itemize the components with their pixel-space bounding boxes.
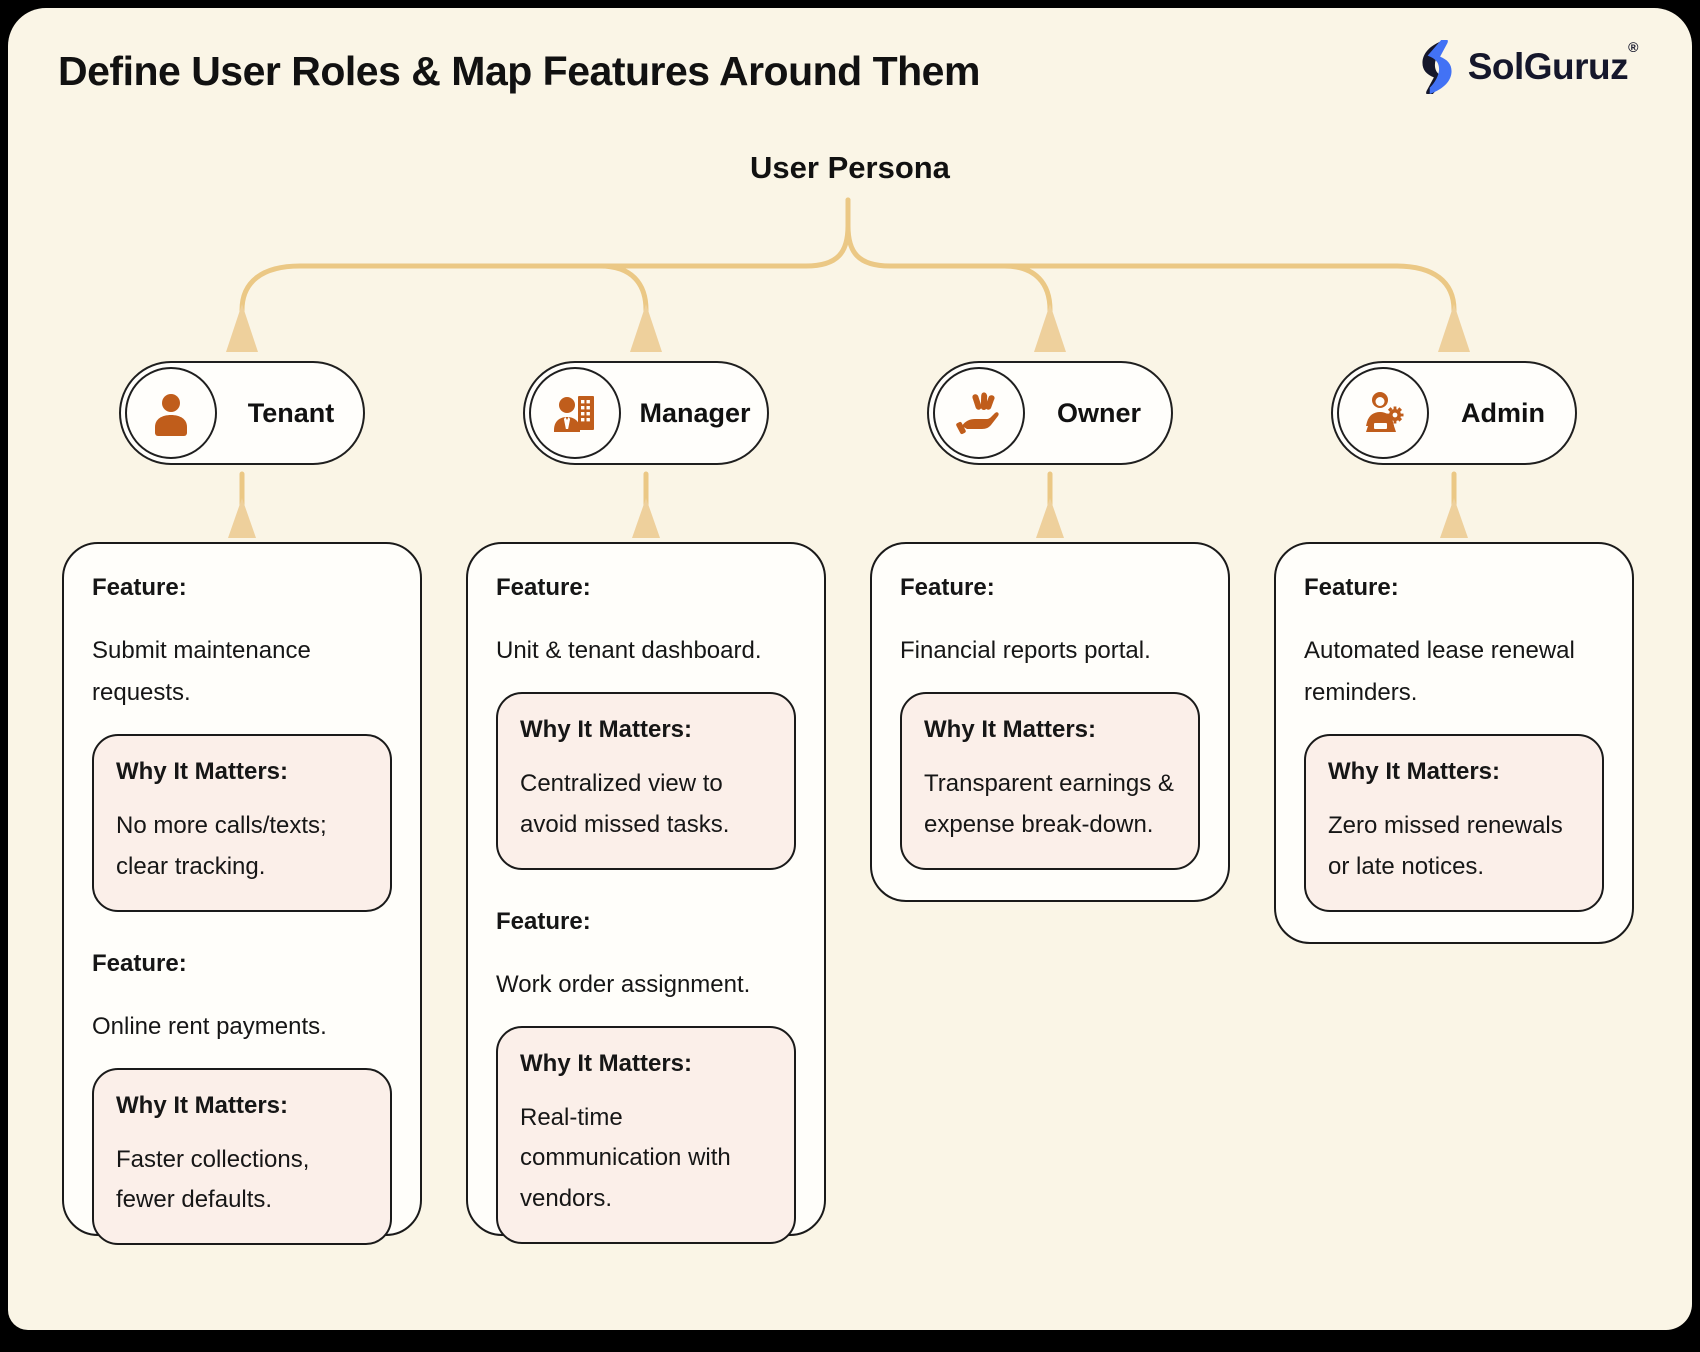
feature-text: Unit & tenant dashboard.: [496, 637, 762, 664]
feature-label: Feature:: [1304, 574, 1399, 601]
persona-pill-manager: Manager: [523, 361, 769, 465]
feature-card-owner: Feature: Financial reports portal. Why I…: [870, 542, 1230, 902]
solguruz-logo-icon: [1416, 40, 1458, 94]
feature-text: Work order assignment.: [496, 970, 751, 998]
feature-text: Financial reports portal.: [900, 637, 1151, 664]
hand-holding-keys-icon: [954, 388, 1004, 438]
feature-label: Feature:: [92, 949, 187, 977]
why-label: Why It Matters:: [924, 716, 1097, 743]
why-it-matters-box: Why It Matters: Transparent earnings & e…: [900, 692, 1200, 870]
tree-root-label: User Persona: [750, 150, 950, 185]
persona-icon-circle: [1337, 367, 1429, 459]
feature-label: Feature:: [496, 907, 591, 935]
why-label: Why It Matters:: [520, 716, 693, 743]
why-it-matters-box: Why It Matters: Centralized view to avoi…: [496, 692, 796, 870]
feature-block: Feature: Work order assignment. Why It M…: [496, 908, 796, 1244]
feature-card-manager: Feature: Unit & tenant dashboard. Why It…: [466, 542, 826, 1244]
why-text: Centralized view to avoid missed tasks.: [520, 770, 730, 838]
feature-label: Feature:: [92, 574, 187, 601]
persona-icon-circle: [933, 367, 1025, 459]
person-with-building-icon: [550, 388, 600, 438]
page-title: Define User Roles & Map Features Around …: [58, 48, 980, 94]
feature-block: Feature: Online rent payments. Why It Ma…: [92, 950, 392, 1246]
why-label: Why It Matters:: [116, 758, 289, 785]
feature-text: Submit maintenance requests.: [92, 637, 311, 706]
feature-card-admin: Feature: Automated lease renewal reminde…: [1274, 542, 1634, 944]
why-text: No more calls/texts; clear tracking.: [116, 812, 327, 880]
why-text: Real-time communication with vendors.: [520, 1103, 731, 1213]
persona-label: Owner: [1056, 397, 1142, 428]
persona-icon-circle: [529, 367, 621, 459]
feature-block: Feature: Automated lease renewal reminde…: [1304, 574, 1604, 912]
feature-block: Feature: Financial reports portal. Why I…: [900, 574, 1200, 870]
brand-logo: SolGuruz®: [1416, 38, 1639, 94]
persona-pill-owner: Owner: [927, 361, 1173, 465]
feature-label: Feature:: [900, 574, 995, 601]
feature-text: Online rent payments.: [92, 1012, 327, 1040]
persona-pill-admin: Admin: [1331, 361, 1577, 465]
why-label: Why It Matters:: [116, 1091, 289, 1119]
why-text: Faster collections, fewer defaults.: [116, 1145, 310, 1214]
why-text: Zero missed renewals or late notices.: [1328, 812, 1563, 880]
persona-icon-circle: [125, 367, 217, 459]
feature-text: Automated lease renewal reminders.: [1304, 637, 1575, 706]
registered-mark: ®: [1628, 38, 1638, 55]
why-label: Why It Matters:: [1328, 758, 1501, 785]
why-text: Transparent earnings & expense break-dow…: [924, 770, 1174, 838]
feature-block: Feature: Unit & tenant dashboard. Why It…: [496, 574, 796, 870]
person-laptop-gear-icon: [1358, 388, 1408, 438]
brand-name: SolGuruz®: [1467, 38, 1639, 87]
persona-pill-tenant: Tenant: [119, 361, 365, 465]
feature-block: Feature: Submit maintenance requests. Wh…: [92, 574, 392, 912]
persona-label: Manager: [639, 397, 751, 428]
why-label: Why It Matters:: [520, 1049, 693, 1077]
why-it-matters-box: Why It Matters: Faster collections, fewe…: [92, 1067, 392, 1246]
why-it-matters-box: Why It Matters: Real-time communication …: [496, 1025, 796, 1244]
why-it-matters-box: Why It Matters: No more calls/texts; cle…: [92, 734, 392, 912]
person-icon: [147, 389, 195, 437]
persona-label: Admin: [1461, 397, 1545, 428]
feature-card-tenant: Feature: Submit maintenance requests. Wh…: [62, 542, 422, 1246]
feature-label: Feature:: [496, 574, 591, 601]
persona-label: Tenant: [247, 397, 335, 428]
why-it-matters-box: Why It Matters: Zero missed renewals or …: [1304, 734, 1604, 912]
